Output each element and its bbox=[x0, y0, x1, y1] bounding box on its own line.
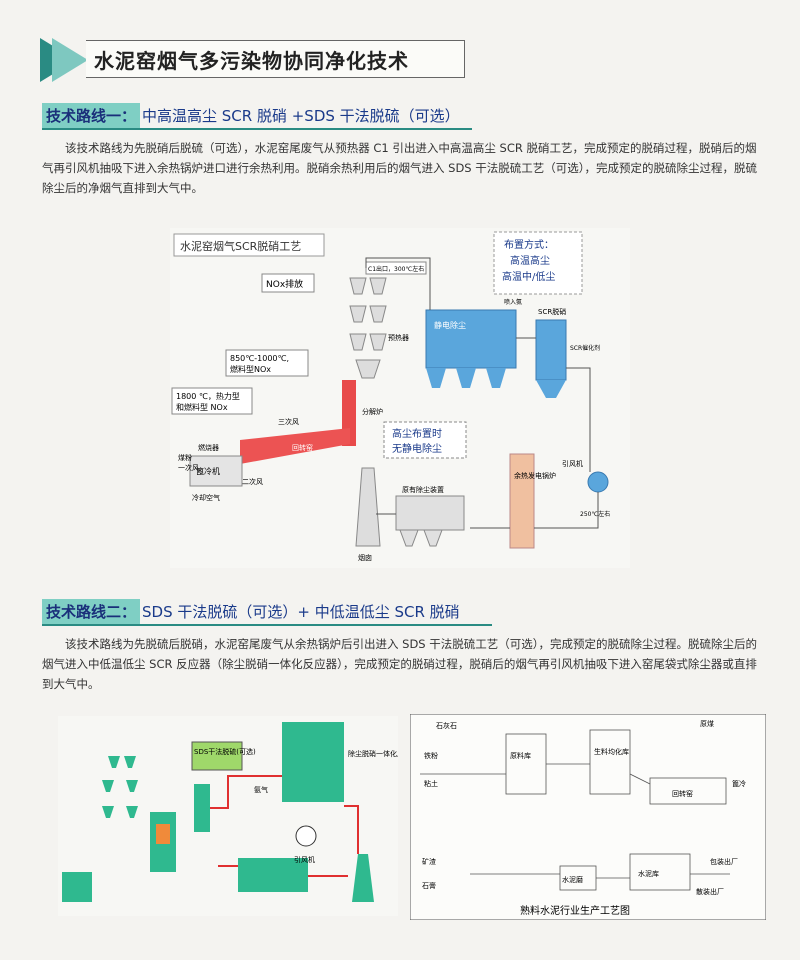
cooler bbox=[189, 455, 243, 487]
d3-kiln: 回转窑 bbox=[672, 789, 693, 798]
route1-paragraph: 该技术路线为先脱硝后脱硫（可选），水泥窑尾废气从预热器 C1 引出进入中高温高尘… bbox=[42, 141, 758, 195]
d1-burner: 燃烧器 bbox=[198, 443, 219, 452]
scr-reactor bbox=[535, 319, 567, 381]
d1-scr: SCR脱硝 bbox=[538, 307, 566, 316]
d1-preheater: 预热器 bbox=[388, 333, 409, 342]
route1-title-rest: 中高温高尘 SCR 脱硝 +SDS 干法脱硫（可选） bbox=[142, 106, 460, 125]
d1-ammonia: 喷入氨 bbox=[504, 298, 522, 306]
route2-left-diagram: SDS干法脱硫(可选) 除尘脱硝一体化反应器 氨气 引风机 bbox=[58, 716, 398, 916]
d3-cooler: 篦冷 bbox=[732, 779, 746, 788]
d1-t250: 250℃左右 bbox=[580, 510, 610, 518]
d3-bulk: 散装出厂 bbox=[696, 887, 724, 896]
preheater-cyclones bbox=[102, 756, 138, 818]
d1-desulf: 原有除尘装置 bbox=[402, 485, 444, 494]
d3-clay: 粘土 bbox=[424, 779, 438, 788]
d1-t1800b: 和燃料型 NOx bbox=[176, 402, 228, 412]
chimney-icon bbox=[352, 854, 374, 902]
d2-sds: SDS干法脱硫(可选) bbox=[194, 747, 256, 756]
d1-air1: 一次风 bbox=[178, 463, 199, 472]
d3-fuel: 原煤 bbox=[700, 719, 714, 728]
d1-layout-title: 布置方式： bbox=[504, 238, 554, 251]
d1-fan: 引风机 bbox=[562, 459, 583, 468]
route2-title-highlight: 技术路线二： bbox=[42, 598, 141, 624]
chimney-icon bbox=[355, 467, 381, 547]
preheater-tower bbox=[349, 277, 387, 379]
d1-c1: C1出口，300℃左右 bbox=[368, 265, 424, 273]
d3-raw2: 生料均化库 bbox=[594, 747, 629, 756]
d1-esp: 静电除尘 bbox=[434, 320, 466, 330]
route2-title-rest: SDS 干法脱硫（可选）+ 中低温低尘 SCR 脱硝 bbox=[142, 602, 460, 621]
d3-raw: 原料库 bbox=[510, 751, 531, 760]
d1-layout-l1: 高温高尘 bbox=[510, 254, 550, 267]
route1-title: 技术路线一： 中高温高尘 SCR 脱硝 +SDS 干法脱硫（可选） bbox=[42, 102, 472, 130]
cooler bbox=[62, 872, 92, 902]
d3-coal: 铁粉 bbox=[424, 751, 438, 760]
route2-right-diagram: 石灰石 铁粉 粘土 原料库 生料均化库 原煤 回转窑 篦冷 矿渣 石膏 水泥磨 … bbox=[410, 714, 766, 920]
d3-caption: 熟料水泥行业生产工艺图 bbox=[520, 904, 630, 917]
fan-icon bbox=[587, 471, 609, 493]
d1-scr-note: SCR催化剂 bbox=[570, 344, 600, 352]
d2-fan: 引风机 bbox=[294, 855, 315, 864]
dust-removal bbox=[395, 495, 465, 531]
d1-air2: 二次风 bbox=[242, 477, 263, 486]
header-triangle-light bbox=[52, 38, 88, 82]
d1-cooler: 篦冷机 bbox=[196, 466, 220, 476]
bag-filter bbox=[238, 858, 308, 892]
waste-heat-boiler bbox=[509, 453, 535, 549]
d3-mill: 水泥磨 bbox=[562, 875, 583, 884]
d1-t850b: 燃料型NOx bbox=[230, 364, 271, 374]
d1-nox: NOx排放 bbox=[266, 278, 303, 290]
d1-t850a: 850℃-1000℃, bbox=[230, 354, 289, 363]
esp bbox=[425, 309, 517, 369]
d3-cement: 水泥库 bbox=[638, 869, 659, 878]
boiler bbox=[194, 784, 210, 832]
reactor bbox=[282, 722, 344, 802]
d1-boiler: 余热发电锅炉 bbox=[514, 471, 556, 480]
d2-ammonia: 氨气 bbox=[254, 785, 268, 794]
d1-coolair: 冷却空气 bbox=[192, 493, 220, 502]
fan-icon bbox=[295, 825, 317, 847]
d1-layout-l2: 高温中/低尘 bbox=[502, 270, 555, 283]
route1-title-highlight: 技术路线一： bbox=[42, 102, 141, 128]
d1-note-a: 高尘布置时 bbox=[392, 427, 442, 440]
d3-gypsum2: 石膏 bbox=[422, 881, 436, 890]
d1-calciner: 分解炉 bbox=[362, 407, 383, 416]
route2-paragraph: 该技术路线为先脱硫后脱硝，水泥窑尾废气从余热锅炉后引出进入 SDS 干法脱硫工艺… bbox=[42, 637, 758, 691]
d1-note-b: 无静电除尘 bbox=[392, 442, 442, 455]
route2-title: 技术路线二： SDS 干法脱硫（可选）+ 中低温低尘 SCR 脱硝 bbox=[42, 598, 492, 626]
d3-limestone: 石灰石 bbox=[436, 721, 457, 730]
page-title: 水泥窑烟气多污染物协同净化技术 bbox=[86, 40, 465, 78]
d1-t1800a: 1800 ℃，热力型 bbox=[176, 391, 240, 401]
d2-reactor: 除尘脱硝一体化反应器 bbox=[348, 749, 398, 758]
d1-coal: 煤粉 bbox=[178, 453, 192, 462]
d3-pack: 包装出厂 bbox=[710, 857, 738, 866]
d1-air3: 三次风 bbox=[278, 417, 299, 426]
d3-gypsum: 矿渣 bbox=[422, 857, 436, 866]
route1-diagram: 水泥窑烟气SCR脱硝工艺 NOx排放 C1出口，300℃左右 预热器 850℃-… bbox=[170, 228, 630, 568]
d1-title: 水泥窑烟气SCR脱硝工艺 bbox=[180, 239, 301, 253]
page-header: 水泥窑烟气多污染物协同净化技术 bbox=[0, 38, 800, 82]
d1-kiln: 回转窑 bbox=[292, 443, 313, 452]
d1-chimney: 烟囱 bbox=[358, 553, 372, 562]
rotary-kiln bbox=[240, 428, 350, 464]
